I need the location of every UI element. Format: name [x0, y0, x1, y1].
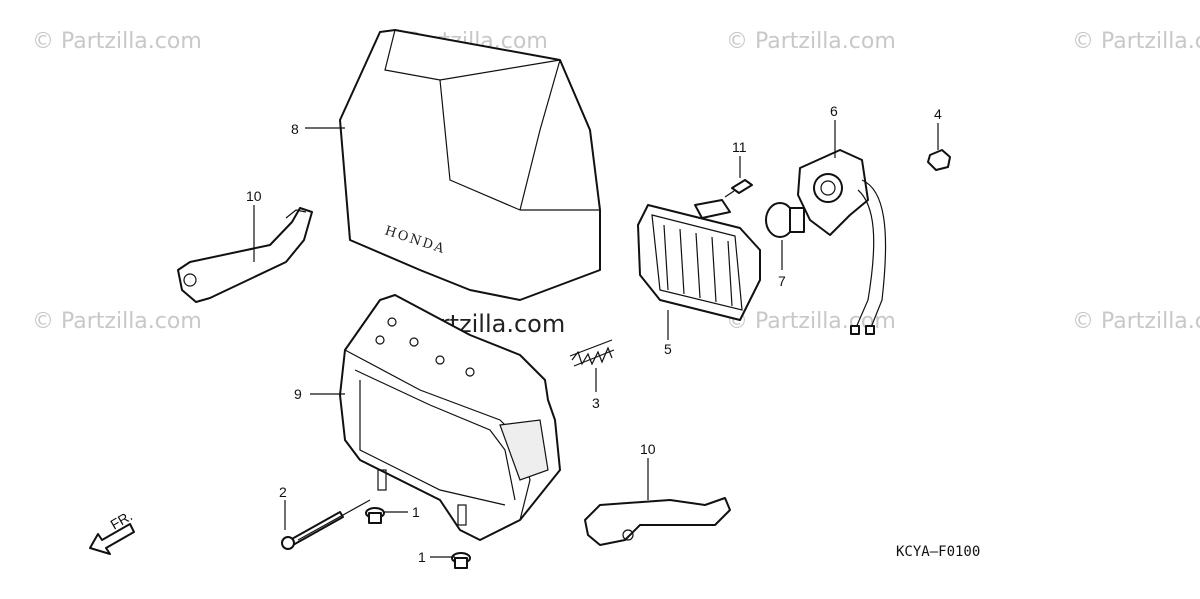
bulb	[765, 202, 805, 238]
callout-grommet-a: 1	[412, 504, 420, 520]
watermark-mid-left: © Partzilla.com	[32, 309, 202, 334]
callout-bulb: 7	[778, 273, 786, 289]
spring	[569, 339, 615, 367]
nut	[927, 149, 951, 171]
callout-screw: 2	[279, 484, 287, 500]
callout-stay-left: 10	[246, 188, 262, 204]
callout-visor: 8	[291, 121, 299, 137]
headlight-case	[339, 294, 561, 541]
callout-nut: 4	[934, 106, 942, 122]
callout-stay-right: 10	[640, 441, 656, 457]
headlight-unit	[637, 199, 761, 321]
callout-headlight: 5	[664, 341, 672, 357]
callout-bolt: 11	[732, 139, 747, 155]
watermark-top-left: © Partzilla.com	[32, 29, 202, 54]
screw-long	[281, 511, 344, 550]
front-direction-arrow: FR.	[89, 507, 135, 555]
headlight-visor: HONDA	[339, 29, 601, 301]
callout-spring: 3	[592, 395, 600, 411]
stay-left	[177, 207, 313, 303]
socket	[797, 149, 887, 335]
watermark-top-right: © Partzilla.com	[726, 29, 896, 54]
bolt	[724, 179, 753, 198]
grommet-b	[451, 552, 471, 569]
watermark-mid-far-right: © Partzilla.com	[1072, 309, 1200, 334]
callout-grommet-b: 1	[418, 549, 426, 565]
stay-right	[584, 497, 731, 546]
diagram-code: KCYA—F0100	[896, 544, 980, 560]
callout-socket: 6	[830, 103, 838, 119]
grommet-a	[365, 507, 385, 524]
callout-case: 9	[294, 386, 302, 402]
watermark-top-far-right: © Partzilla.com	[1072, 29, 1200, 54]
